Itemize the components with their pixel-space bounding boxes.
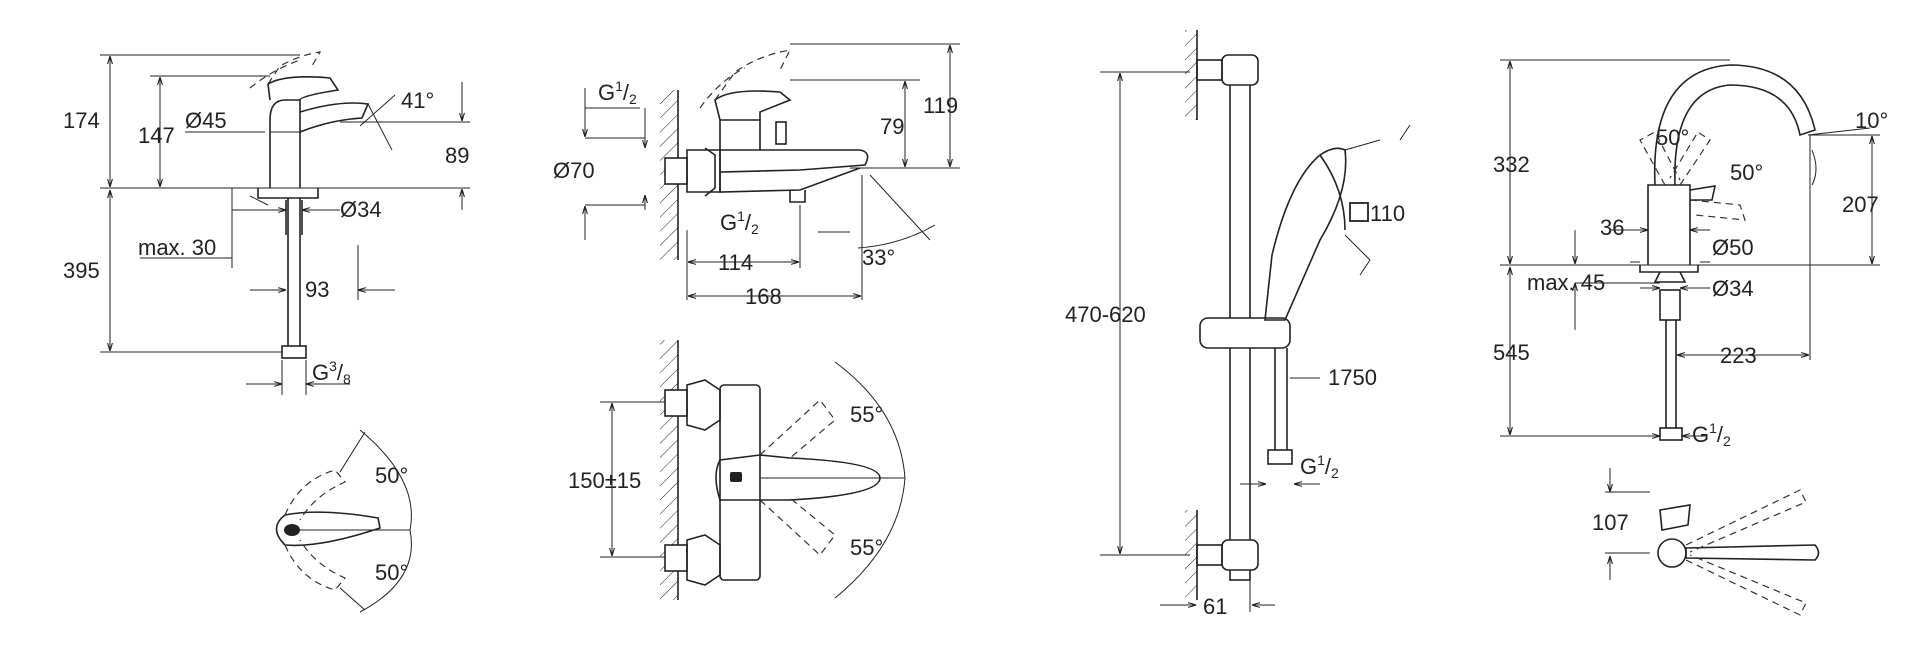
label-sink-332: 332 bbox=[1493, 152, 1530, 177]
label-rail-1750: 1750 bbox=[1328, 365, 1377, 390]
label-sink-223: 223 bbox=[1720, 343, 1757, 368]
label-basin-lever-50b: 50° bbox=[375, 560, 408, 585]
square-symbol bbox=[1349, 202, 1369, 222]
label-sink-207: 207 bbox=[1842, 192, 1879, 217]
bath-mixer-side-view: G1/2 Ø70 79 119 G1/2 114 33° 168 bbox=[553, 43, 960, 309]
label-41deg: 41° bbox=[401, 88, 434, 113]
label-93: 93 bbox=[305, 277, 329, 302]
label-174: 174 bbox=[63, 108, 100, 133]
label-sink-max45: max. 45 bbox=[1527, 270, 1605, 295]
label-bath-119: 119 bbox=[923, 93, 958, 118]
label-bath-79: 79 bbox=[880, 114, 904, 139]
shower-rail-set: 470-620 110 1750 G1/2 61 bbox=[1065, 30, 1411, 619]
label-sink-dia50: Ø50 bbox=[1712, 235, 1754, 260]
label-rail-range: 470-620 bbox=[1065, 302, 1146, 327]
label-147: 147 bbox=[138, 123, 175, 148]
label-sink-g12: G1/2 bbox=[1692, 420, 1731, 449]
label-sink-107: 107 bbox=[1592, 510, 1629, 535]
label-sink-545: 545 bbox=[1493, 340, 1530, 365]
label-89: 89 bbox=[445, 143, 469, 168]
label-sink-50b: 50° bbox=[1730, 160, 1763, 185]
label-max30: max. 30 bbox=[138, 235, 216, 260]
label-basin-lever-50a: 50° bbox=[375, 463, 408, 488]
label-bath-114: 114 bbox=[718, 250, 753, 275]
label-rail-61: 61 bbox=[1203, 594, 1227, 619]
label-bath-33: 33° bbox=[862, 245, 895, 270]
label-bath-g12: G1/2 bbox=[598, 78, 637, 107]
label-rail-g12: G1/2 bbox=[1300, 452, 1339, 481]
label-bath-dia70: Ø70 bbox=[553, 158, 595, 183]
label-bath-front-150: 150±15 bbox=[568, 468, 641, 493]
label-dia45: Ø45 bbox=[185, 108, 227, 133]
label-395: 395 bbox=[63, 258, 100, 283]
label-g38: G3/8 bbox=[312, 358, 351, 387]
label-bath-front-55a: 55° bbox=[850, 402, 883, 427]
label-dia34: Ø34 bbox=[340, 197, 382, 222]
label-sink-36: 36 bbox=[1600, 215, 1624, 240]
basin-mixer-side-view: 174 147 Ø45 41° 89 Ø34 395 max. 30 93 G3… bbox=[63, 51, 470, 395]
bath-mixer-front-view: 55° 150±15 55° bbox=[568, 340, 906, 600]
label-sink-dia34: Ø34 bbox=[1712, 276, 1754, 301]
label-sink-50a: 50° bbox=[1656, 125, 1689, 150]
label-bath-g12-lower: G1/2 bbox=[720, 208, 759, 237]
label-bath-168: 168 bbox=[745, 284, 782, 309]
basin-lever-top-view: 50° 50° bbox=[275, 429, 412, 613]
label-sink-10: 10° bbox=[1855, 108, 1888, 133]
sink-mixer-side-view: 332 50° 50° 10° 207 36 Ø50 max. 45 Ø34 5… bbox=[1493, 59, 1888, 449]
label-rail-110: 110 bbox=[1370, 201, 1405, 226]
sink-lever-top-view: 107 bbox=[1592, 468, 1820, 616]
label-bath-front-55b: 55° bbox=[850, 535, 883, 560]
